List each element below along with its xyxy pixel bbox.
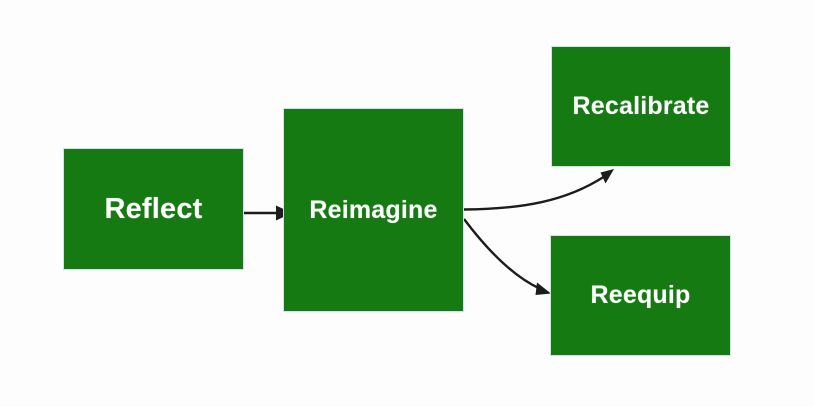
node-reimagine-label: Reimagine [309, 195, 438, 224]
node-reimagine[interactable]: Reimagine [283, 108, 464, 312]
edge-reimagine-to-recalibrate [463, 169, 614, 211]
edge-reimagine-to-reequip [463, 218, 551, 295]
node-reequip[interactable]: Reequip [550, 235, 731, 356]
arrowhead-icon-reimagine-to-reequip [535, 282, 551, 295]
node-reflect[interactable]: Reflect [63, 148, 244, 270]
arrowhead-icon-reimagine-to-recalibrate [600, 169, 614, 184]
node-reflect-label: Reflect [104, 192, 203, 225]
edge-line-reimagine-to-recalibrate [463, 175, 605, 211]
node-recalibrate[interactable]: Recalibrate [551, 46, 731, 167]
node-recalibrate-label: Recalibrate [572, 92, 710, 120]
edge-line-reimagine-to-reequip [463, 218, 541, 290]
node-reequip-label: Reequip [590, 281, 691, 309]
